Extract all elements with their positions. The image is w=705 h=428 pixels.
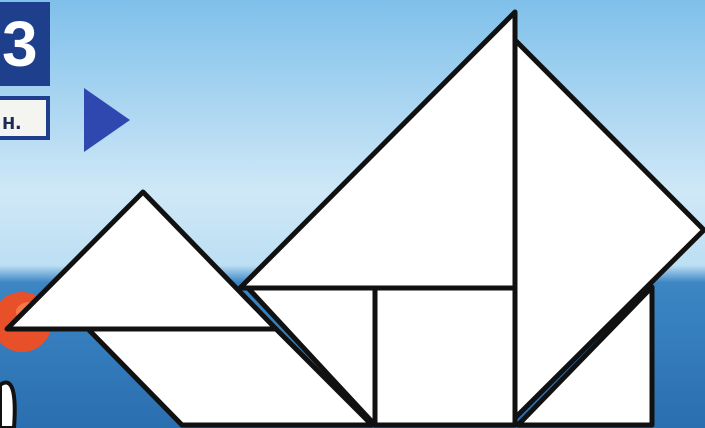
fish-fin-icon	[0, 383, 15, 428]
page-number: 3	[0, 2, 50, 86]
page-badge: 3 н.	[0, 0, 52, 148]
hull-square	[375, 288, 515, 425]
page-label: н.	[0, 96, 50, 140]
play-triangle-icon[interactable]	[84, 88, 130, 152]
